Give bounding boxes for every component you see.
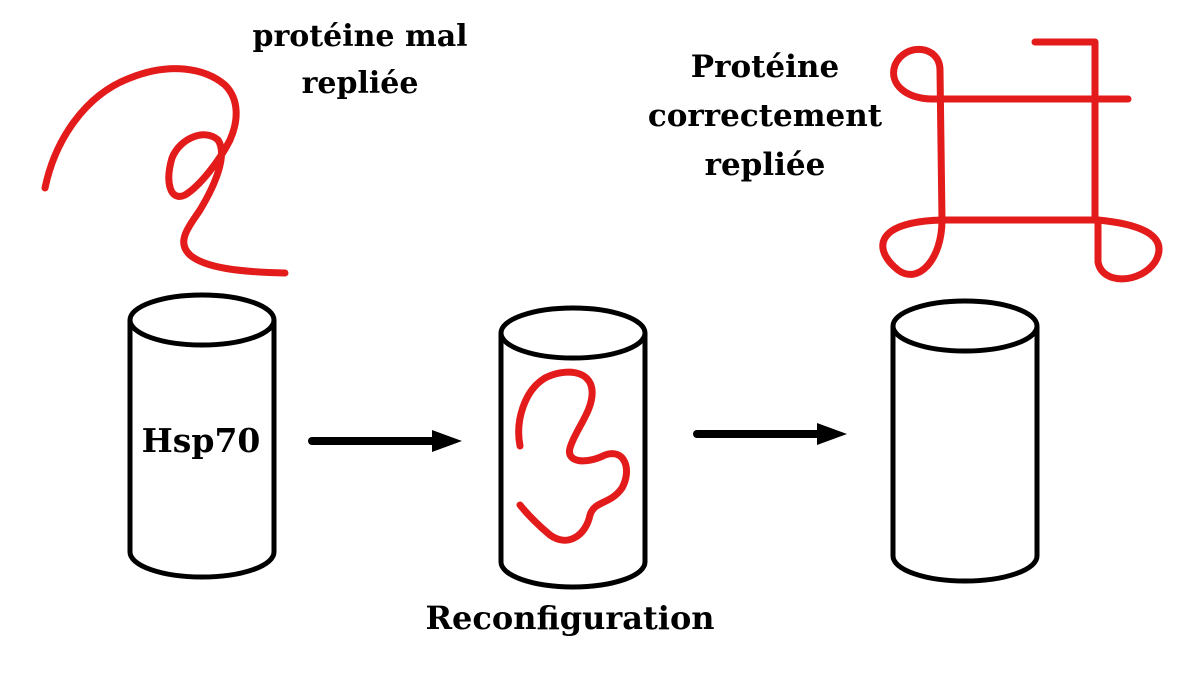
folded-protein-label-line-2: correctement (647, 97, 883, 134)
misfolded-protein-label-line-2: repliée (301, 65, 419, 101)
misfolded-protein-strand (41, 65, 289, 277)
hsp70-label: Hsp70 (141, 421, 261, 460)
arrow-2 (693, 423, 847, 445)
arrow-1-head (432, 430, 462, 452)
folded-protein-top-right-hook (1031, 38, 1099, 224)
reconfiguration-cylinder-top (498, 305, 648, 361)
folded-protein-left-loop (890, 46, 946, 224)
empty-cylinder (890, 298, 1040, 584)
reconfiguring-protein-strand (515, 368, 630, 544)
folded-protein-label-line-1: Protéine (690, 49, 840, 85)
hsp70-cylinder-body (127, 320, 277, 580)
arrow-1 (308, 430, 462, 452)
folded-protein-bottom-right-loop (1094, 216, 1163, 283)
folded-protein-structure (879, 38, 1163, 283)
folded-protein-label-line-3: repliée (704, 146, 826, 183)
arrow-2-head (817, 423, 847, 445)
hsp70-cylinder-top (127, 292, 277, 348)
folded-protein-bottom-left-loop (879, 216, 946, 278)
reconfiguration-cylinder (498, 305, 648, 590)
misfolded-protein-label: protéine mal repliée (230, 14, 490, 107)
reconfiguration-cylinder-body (498, 333, 648, 590)
empty-cylinder-body (890, 326, 1040, 584)
misfolded-protein-label-line-1: protéine mal (252, 19, 468, 54)
folded-protein-label: Protéine correctement repliée (630, 43, 900, 190)
hsp70-cylinder (127, 292, 277, 580)
empty-cylinder-top (890, 298, 1040, 354)
reconfiguration-label: Reconfiguration (425, 599, 715, 637)
